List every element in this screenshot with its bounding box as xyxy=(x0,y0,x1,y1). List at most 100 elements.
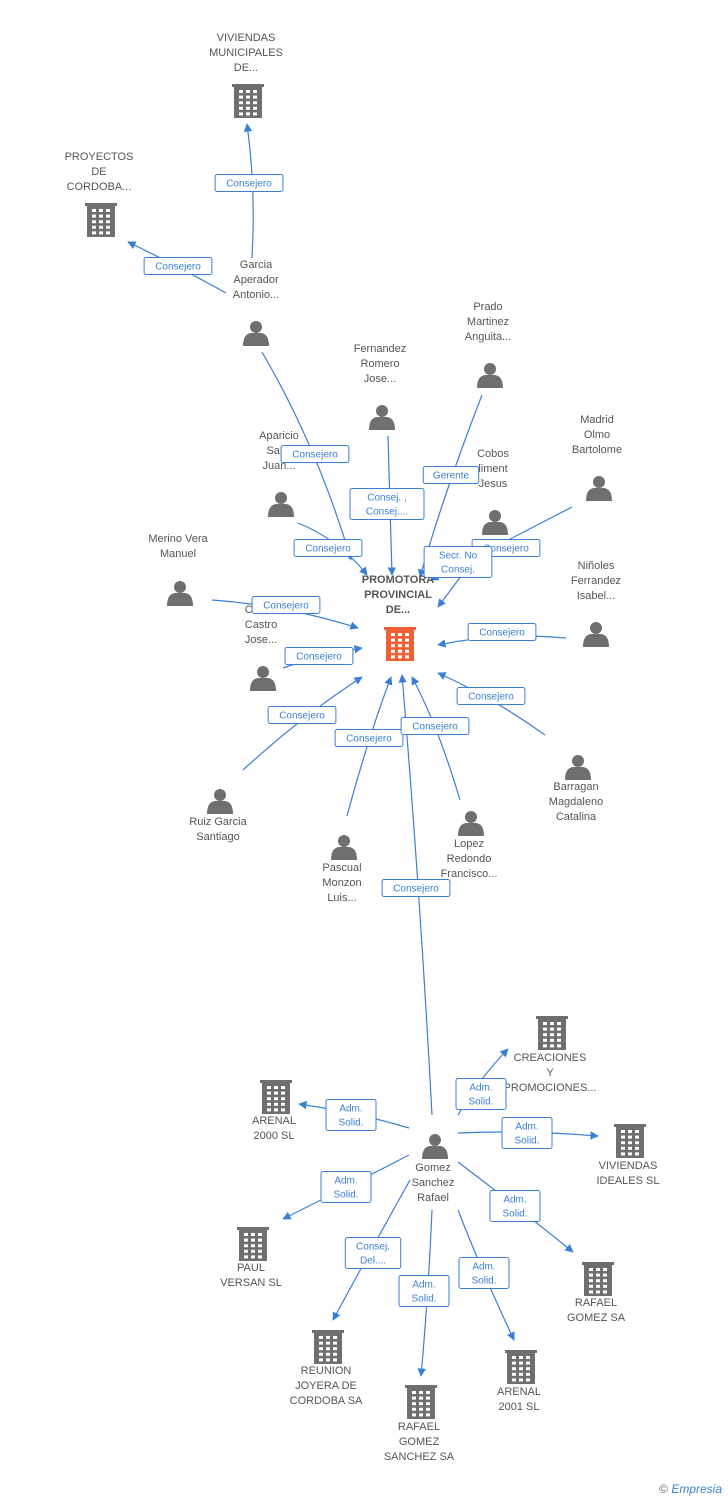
person-icon xyxy=(422,1134,448,1159)
edge-label-line: Consejero xyxy=(155,262,201,273)
edge-label-text: Adm.Solid. xyxy=(468,1083,493,1108)
person-icon xyxy=(458,811,484,836)
edge-label[interactable]: Consejero xyxy=(251,596,321,614)
node-viviendas-ideales[interactable]: VIVIENDAS IDEALES SL xyxy=(597,1124,660,1187)
edge-label[interactable]: Consejero xyxy=(334,729,404,747)
edge-label[interactable]: Consejero xyxy=(284,647,354,665)
edge-label-line: Consejero xyxy=(346,734,392,745)
node-label-line: Rafael xyxy=(417,1192,449,1204)
edge-label[interactable]: Consejero xyxy=(280,445,350,463)
person-icon xyxy=(250,666,276,691)
edge-label[interactable]: Adm.Solid. xyxy=(458,1257,510,1289)
node-label-line: Bartolome xyxy=(572,444,622,456)
node-label-line: VERSAN SL xyxy=(220,1277,282,1289)
footer-brand[interactable]: © Empresia xyxy=(659,1482,722,1496)
edge-label[interactable]: Consejero xyxy=(456,687,526,705)
node-label-line: Romero xyxy=(360,358,399,370)
edge-label[interactable]: Consejero xyxy=(467,623,537,641)
edge-label-box xyxy=(320,1171,372,1203)
node-label-line: Garcia xyxy=(240,259,273,271)
edge-label-text: Consejero xyxy=(412,722,458,733)
edge-label-box xyxy=(501,1117,553,1149)
edge-label[interactable]: Adm.Solid. xyxy=(489,1190,541,1222)
node-label-line: Luis... xyxy=(327,892,356,904)
copyright-symbol: © xyxy=(659,1482,668,1496)
edge-label-text: Adm.Solid. xyxy=(333,1176,358,1201)
node-label-line: Jose... xyxy=(364,373,396,385)
node-label-line: Ruiz Garcia xyxy=(189,816,247,828)
edge-label[interactable]: Consejero xyxy=(143,257,213,275)
edge-label-line: Adm. xyxy=(334,1176,357,1187)
brand-name: Empresia xyxy=(671,1482,722,1496)
edge-label[interactable]: Consejero xyxy=(400,717,470,735)
edge-label-text: Consej. ,Consej.... xyxy=(366,493,408,518)
edge-label[interactable]: Consejero xyxy=(214,174,284,192)
building-icon xyxy=(260,1080,292,1114)
edge-label-box xyxy=(284,647,354,665)
building-icon xyxy=(505,1350,537,1384)
edge-label-text: Adm.Solid. xyxy=(411,1280,436,1305)
node-label-line: Castro xyxy=(245,619,277,631)
node-label-line: Aparicio xyxy=(259,430,299,442)
person-icon xyxy=(207,789,233,814)
edge-label[interactable]: Adm.Solid. xyxy=(325,1099,377,1131)
node-label-line: Magdaleno xyxy=(549,796,603,808)
edge-label-box xyxy=(214,174,284,192)
node-label-line: RAFAEL xyxy=(398,1421,440,1433)
edge-label[interactable]: Gerente xyxy=(422,466,480,484)
node-castro[interactable]: CastroCastroJose... xyxy=(245,604,277,691)
edge-label-text: Consejero xyxy=(226,179,272,190)
edge-label-line: Adm. xyxy=(469,1083,492,1094)
node-label-line: IDEALES SL xyxy=(597,1175,660,1187)
edge-label[interactable]: Adm.Solid. xyxy=(455,1078,507,1110)
edge-label[interactable]: Adm.Solid. xyxy=(398,1275,450,1307)
edge-label[interactable]: Adm.Solid. xyxy=(501,1117,553,1149)
edge-label-box xyxy=(143,257,213,275)
edge-label[interactable]: Consej.Del.... xyxy=(344,1237,402,1269)
node-label-line: Fernandez xyxy=(354,343,407,355)
node-label-line: VIVIENDAS xyxy=(599,1160,658,1172)
edge-label-line: Consejero xyxy=(479,628,525,639)
edge-label-text: Consej.Del.... xyxy=(356,1242,390,1267)
edge-label-box xyxy=(344,1237,402,1269)
edge-label[interactable]: Consej. ,Consej.... xyxy=(349,488,425,520)
edge-label-box xyxy=(293,539,363,557)
node-label-line: Barragan xyxy=(553,781,598,793)
person-icon xyxy=(565,755,591,780)
edge-label[interactable]: Adm.Solid. xyxy=(320,1171,372,1203)
edge-label[interactable]: Consejero xyxy=(293,539,363,557)
edge-label[interactable]: Consejero xyxy=(267,706,337,724)
edge-label[interactable]: Consejero xyxy=(381,879,451,897)
edge-label-box xyxy=(467,623,537,641)
